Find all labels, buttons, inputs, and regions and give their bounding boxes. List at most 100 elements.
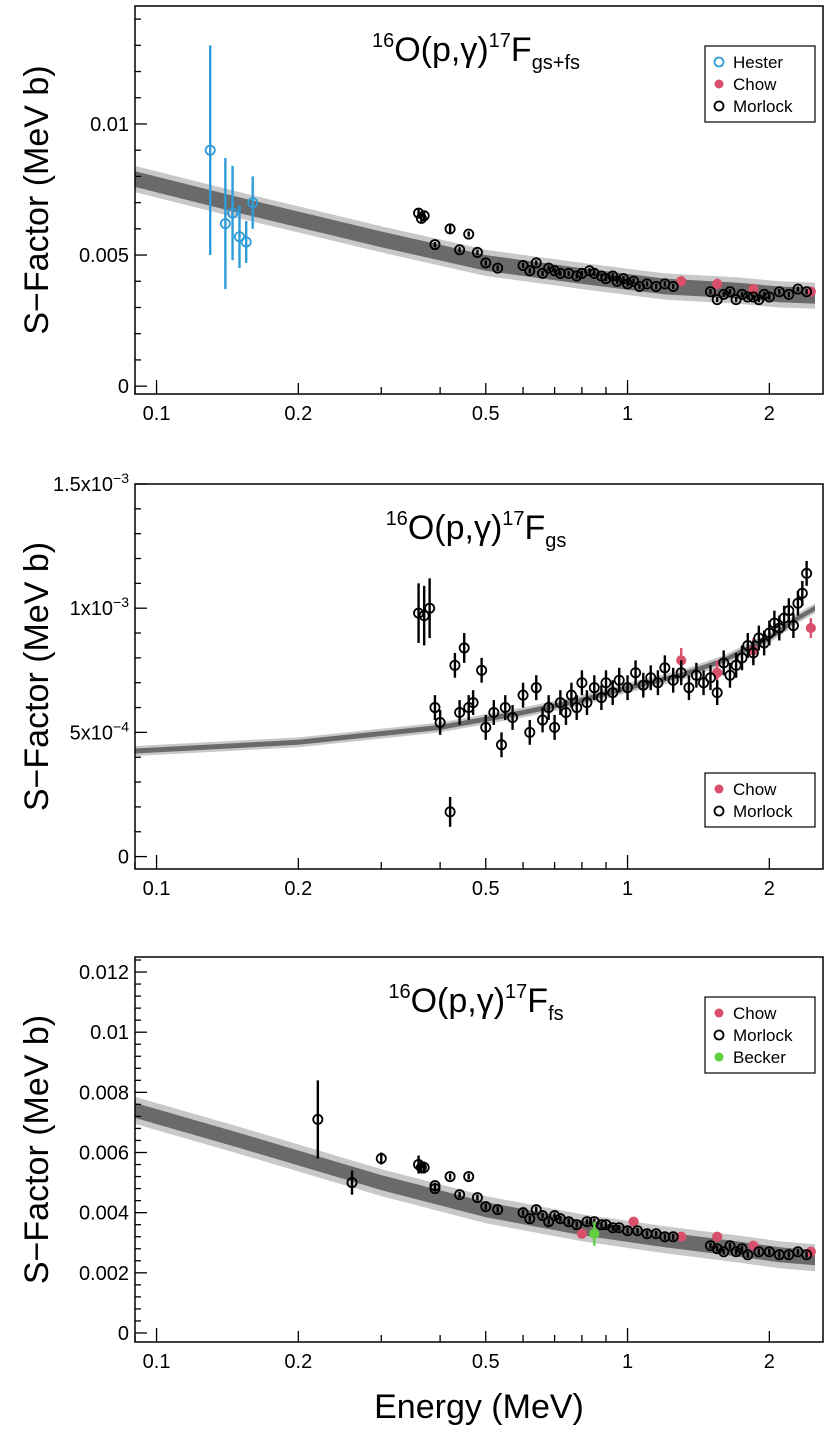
- band-outer: [135, 603, 815, 756]
- data-point: [588, 682, 600, 694]
- data-point: [607, 687, 619, 699]
- x-tick-label: 1: [622, 403, 633, 425]
- data-point: [204, 144, 216, 156]
- y-tick-label: 0.012: [79, 962, 129, 984]
- y-tick-label: 0: [118, 376, 129, 398]
- model-band: [135, 1096, 815, 1272]
- legend-marker-chow: [714, 784, 724, 794]
- data-point: [711, 687, 723, 699]
- series-hester: [204, 45, 259, 290]
- series-chow: [676, 276, 816, 297]
- data-point: [581, 1216, 593, 1228]
- data-point: [471, 1192, 483, 1204]
- data-point: [247, 197, 259, 209]
- x-tick-label: 0.5: [472, 403, 500, 425]
- data-point: [718, 1246, 730, 1258]
- legend-label-morlock: Morlock: [733, 1026, 793, 1045]
- data-point: [517, 689, 529, 701]
- data-point: [571, 702, 583, 714]
- data-point: [463, 1171, 475, 1183]
- data-point: [517, 260, 529, 272]
- legend-label-chow: Chow: [733, 780, 777, 799]
- data-point: [683, 682, 695, 694]
- data-point: [444, 1171, 456, 1183]
- data-point: [632, 1225, 644, 1237]
- y-axis-label: S−Factor (MeV b): [18, 542, 56, 811]
- data-point: [607, 1222, 619, 1234]
- data-point: [753, 1246, 765, 1258]
- data-point: [796, 587, 808, 599]
- data-point: [611, 275, 623, 287]
- data-point: [480, 257, 492, 269]
- data-point: [783, 605, 795, 617]
- data-points: [312, 1080, 816, 1261]
- y-tick-label: 0.004: [79, 1203, 129, 1225]
- data-point: [524, 1213, 536, 1225]
- data-point: [429, 239, 441, 251]
- legend-marker-morlock: [713, 1029, 725, 1041]
- legend-marker-chow: [714, 1008, 724, 1018]
- data-point: [476, 664, 488, 676]
- data-point: [622, 682, 634, 694]
- data-point: [454, 707, 466, 719]
- data-point: [458, 642, 470, 654]
- data-point: [787, 620, 799, 632]
- data-points: [413, 561, 816, 827]
- data-point: [730, 1246, 742, 1258]
- y-tick-label: 5x10−4: [70, 718, 130, 744]
- data-point: [630, 667, 642, 679]
- data-point: [444, 806, 456, 818]
- data-point: [704, 286, 716, 298]
- data-point: [801, 1249, 813, 1261]
- data-point: [560, 707, 572, 719]
- data-point: [576, 677, 588, 689]
- x-axis-label: Energy (MeV): [374, 1388, 584, 1426]
- model-band: [135, 165, 815, 309]
- data-point: [730, 659, 742, 671]
- band-inner: [135, 605, 815, 754]
- data-point: [375, 1153, 387, 1165]
- data-point: [628, 1216, 639, 1227]
- x-tick-label: 2: [764, 1351, 775, 1373]
- data-point: [581, 697, 593, 709]
- data-point: [652, 677, 664, 689]
- data-point: [600, 1219, 612, 1231]
- data-point: [543, 702, 555, 714]
- plot-frame: [134, 5, 824, 395]
- data-point: [543, 1216, 555, 1228]
- series-morlock: [413, 207, 813, 306]
- chart-title: 16O(p,γ)17Ffs: [388, 981, 563, 1025]
- series-becker: [589, 1221, 600, 1246]
- data-point: [704, 1240, 716, 1252]
- data-point: [622, 278, 634, 290]
- y-tick-label: 0.005: [79, 245, 129, 267]
- data-point: [480, 1201, 492, 1213]
- legend-marker-morlock: [713, 805, 725, 817]
- y-tick-label: 1x10−3: [70, 594, 130, 620]
- data-point: [463, 228, 475, 240]
- y-tick-label: 0.008: [79, 1082, 129, 1104]
- legend-label-morlock: Morlock: [733, 802, 793, 821]
- data-point: [747, 647, 759, 659]
- data-point: [418, 210, 430, 222]
- data-point: [424, 602, 436, 614]
- x-tick-label: 0.2: [284, 403, 312, 425]
- series-morlock: [312, 1080, 813, 1261]
- data-point: [600, 273, 612, 285]
- data-point: [240, 236, 252, 248]
- data-point: [429, 1183, 441, 1195]
- data-point: [724, 669, 736, 681]
- data-point: [444, 223, 456, 235]
- model-band: [135, 603, 815, 756]
- data-point: [711, 1243, 723, 1255]
- data-point: [675, 667, 687, 679]
- data-point: [711, 294, 723, 306]
- data-point: [600, 677, 612, 689]
- data-point: [595, 692, 607, 704]
- data-point: [704, 672, 716, 684]
